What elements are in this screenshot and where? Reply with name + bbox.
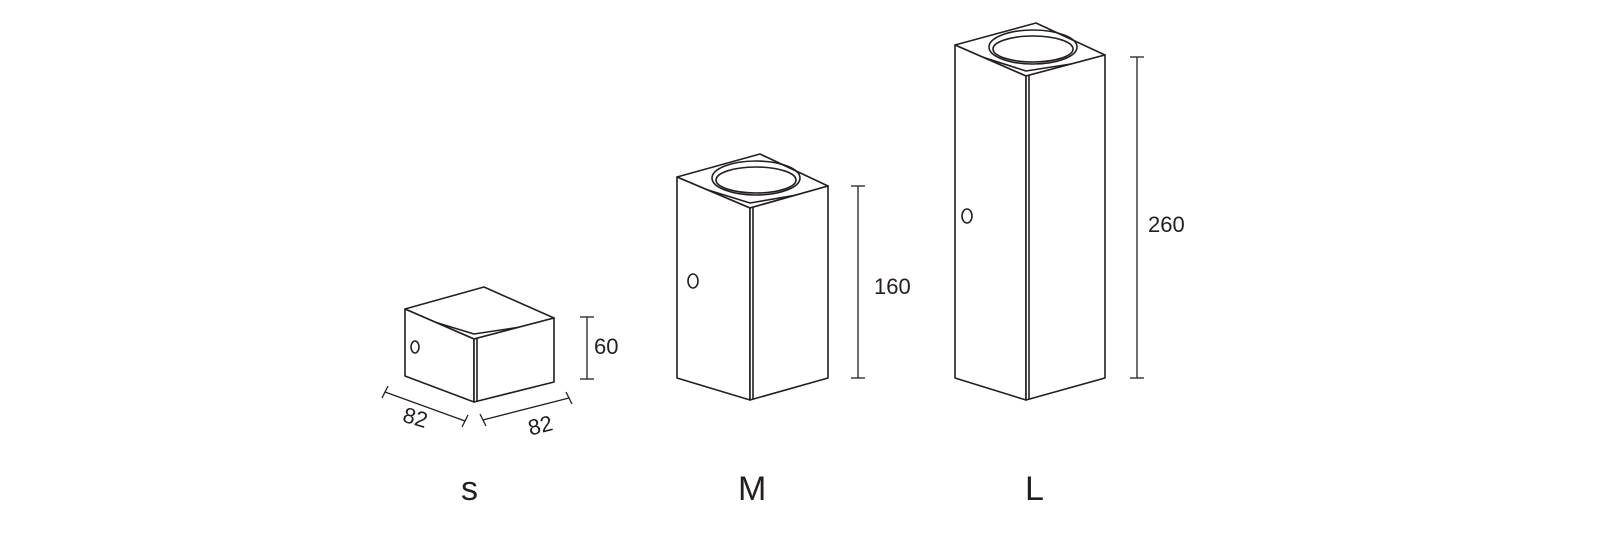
small-height-label: 60: [594, 334, 618, 359]
large-button-icon: [961, 208, 973, 224]
medium-lens-inner: [715, 166, 797, 194]
size-label-small: s: [461, 470, 478, 508]
fixture-large: 260 L: [954, 22, 1185, 508]
small-depth-label: 82: [525, 410, 555, 440]
medium-height-label: 160: [874, 274, 911, 299]
medium-height-dimension: 160: [851, 185, 911, 379]
large-height-label: 260: [1148, 212, 1185, 237]
large-height-dimension: 260: [1130, 56, 1185, 379]
small-width-label: 82: [400, 402, 430, 433]
small-button-icon: [410, 340, 420, 354]
medium-lens-outer: [711, 160, 801, 196]
size-label-large: L: [1025, 470, 1044, 508]
fixture-medium: 160 M: [676, 153, 911, 508]
small-depth-dimension: 82: [479, 391, 573, 441]
fixture-small: 60 82 82 s: [381, 286, 618, 508]
large-lens-inner: [992, 35, 1074, 63]
medium-left-face: [676, 176, 751, 401]
large-right-face: [1025, 54, 1106, 401]
size-label-medium: M: [738, 470, 766, 508]
large-lens-outer: [988, 29, 1078, 65]
medium-button-icon: [687, 273, 699, 289]
medium-right-face: [749, 185, 829, 401]
small-height-dimension: 60: [580, 316, 618, 380]
small-right-face: [473, 317, 555, 403]
